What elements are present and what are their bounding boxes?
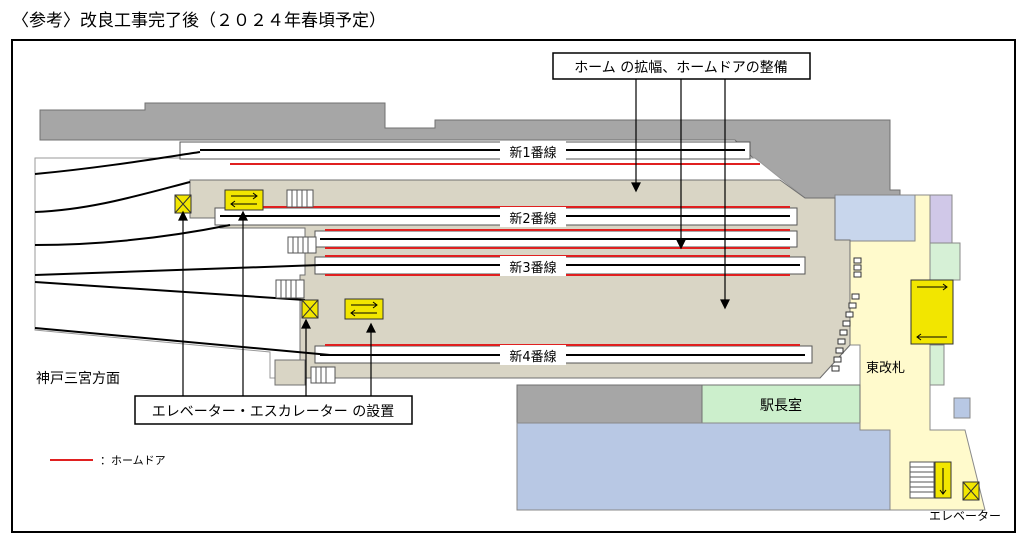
station-office-label: 駅長室 (760, 397, 802, 414)
diagram-title: 〈参考〉改良工事完了後（２０２４年春頃予定） (12, 11, 386, 31)
callout-box-elevator (134, 395, 413, 425)
stairs-icon (275, 279, 305, 299)
elevator-icon (174, 194, 192, 214)
ticket-gates (831, 257, 862, 372)
stairs-icon (286, 189, 314, 208)
legend-platform-door-label: ：ホームドア (100, 454, 166, 467)
escalator-icon (910, 279, 954, 345)
station-plaza (516, 422, 891, 511)
elevator-icon (301, 299, 319, 319)
elevator-label: エレベーター (929, 509, 1001, 523)
station-office (701, 384, 861, 424)
east-gate-label: 東改札 (866, 360, 905, 376)
callout-platform-text: ホーム の拡幅、ホームドアの整備 (574, 60, 788, 76)
kobe-direction-label: 神戸三宮方面 (36, 371, 120, 387)
side-room (929, 344, 945, 386)
side-room (929, 194, 953, 244)
blue-room (834, 194, 916, 242)
callout-arrows (178, 210, 376, 396)
side-room (929, 242, 961, 281)
escalator-icon (344, 298, 384, 320)
stairs-icon (287, 236, 317, 254)
stairs-icon (310, 366, 336, 384)
track-label-4: 新4番線 (509, 349, 556, 365)
platform-area (274, 359, 306, 386)
escalator-icon (934, 461, 952, 499)
track-label-3: 新3番線 (509, 260, 556, 276)
escalator-icon (224, 189, 264, 211)
track-labels: 新1番線 新2番線 新3番線 新4番線 (500, 141, 566, 365)
track-label-1: 新1番線 (509, 145, 556, 161)
elevator-icon (962, 481, 980, 501)
track-label-2: 新2番線 (509, 211, 556, 227)
callout-arrows (631, 79, 730, 310)
stairs-icon (909, 461, 935, 499)
side-room (953, 397, 971, 419)
bottom-building (516, 384, 703, 424)
callout-elevator-text: エレベーター・エスカレーター の設置 (152, 404, 394, 420)
